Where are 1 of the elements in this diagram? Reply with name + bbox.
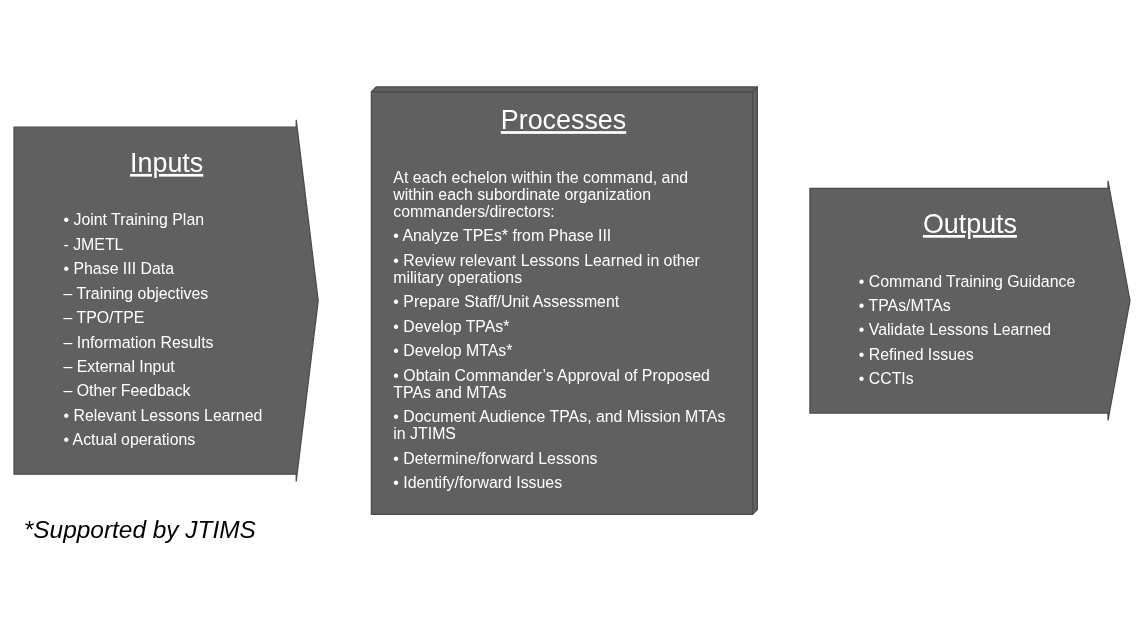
caption: *Supported by JTIMS: [23, 515, 256, 543]
